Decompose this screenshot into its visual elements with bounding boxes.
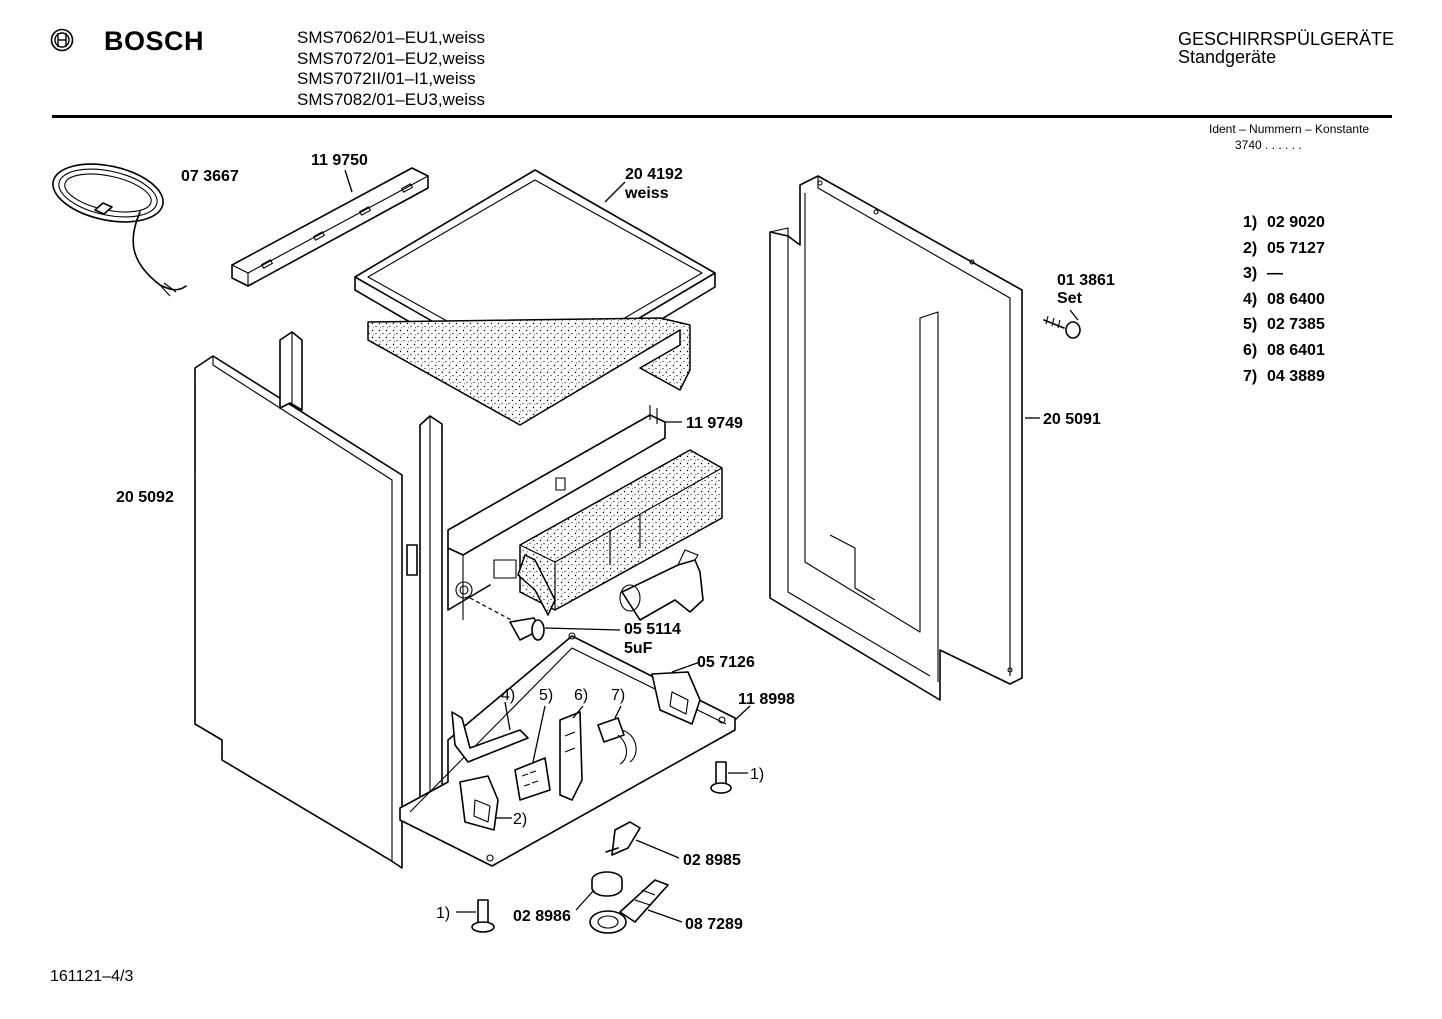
parts-number: 02 7385 xyxy=(1267,316,1325,334)
callout-07-3667: 07 3667 xyxy=(181,168,239,185)
adjustable-foot-left xyxy=(471,899,495,933)
callout-20-5092: 20 5092 xyxy=(116,489,174,506)
callout-02-8986: 02 8986 xyxy=(513,908,571,925)
ident-block: Ident – Nummern – Konstante 3740 . . . .… xyxy=(1209,121,1369,153)
callout-05-7126: 05 7126 xyxy=(697,654,755,671)
parts-number: — xyxy=(1267,265,1283,283)
leader-line xyxy=(532,705,546,763)
bracket-part-2 xyxy=(459,775,499,831)
category-subtitle: Standgeräte xyxy=(1178,47,1277,67)
parts-list-row: 7) 04 3889 xyxy=(1243,364,1325,390)
callout-08-7289: 08 7289 xyxy=(685,916,743,933)
callout-01-3861-set: Set xyxy=(1057,290,1083,307)
parts-list-row: 6) 08 6401 xyxy=(1243,338,1325,364)
power-cable xyxy=(52,163,187,297)
worktop-panel xyxy=(354,169,716,426)
parts-key: 5) xyxy=(1243,316,1258,334)
parts-key: 6) xyxy=(1243,341,1258,359)
leader-line xyxy=(614,705,622,719)
callout-20-5091: 20 5091 xyxy=(1043,411,1101,428)
category-title: GESCHIRRSPÜLGERÄTE xyxy=(1178,29,1395,49)
parts-list-row: 3) — xyxy=(1243,261,1325,287)
callout-05-5114: 05 5114 xyxy=(624,621,681,638)
parts-key: 3) xyxy=(1243,265,1258,283)
bracket-05-7126 xyxy=(651,671,701,725)
leader-line xyxy=(544,627,621,631)
header-divider xyxy=(52,115,1392,118)
brand-name: BOSCH xyxy=(104,26,205,56)
parts-number: 02 9020 xyxy=(1267,214,1325,231)
bosch-armature-icon xyxy=(50,28,74,52)
callout-05-5114-rating: 5uF xyxy=(624,640,653,657)
parts-list-row: 4) 08 6400 xyxy=(1243,287,1325,313)
callout-1-right: 1) xyxy=(750,766,764,783)
parts-list-row: 5) 02 7385 xyxy=(1243,312,1325,338)
callout-01-3861: 01 3861 xyxy=(1057,272,1115,289)
rear-upright xyxy=(279,331,303,411)
drawing-code: 161121–4/3 xyxy=(50,968,134,985)
leader-line xyxy=(647,909,683,923)
callout-6: 6) xyxy=(574,687,588,704)
callout-20-4192: 20 4192 xyxy=(625,166,683,183)
bracket-part-6 xyxy=(559,711,583,801)
category: GESCHIRRSPÜLGERÄTE Standgeräte xyxy=(1178,30,1394,66)
screw-set xyxy=(1043,315,1081,339)
callout-11-8998: 11 8998 xyxy=(738,691,795,708)
parts-list-row: 1) 02 9020 xyxy=(1243,210,1325,236)
capacitor-part-7 xyxy=(597,717,637,765)
callout-02-8985: 02 8985 xyxy=(683,852,741,869)
leader-line xyxy=(344,169,353,193)
model-line: SMS7062/01–EU1,weiss xyxy=(297,28,486,47)
float-disc xyxy=(591,871,623,897)
front-upright xyxy=(406,415,443,809)
callout-11-9750: 11 9750 xyxy=(311,152,368,169)
leader-line xyxy=(1069,309,1079,321)
parts-number: 08 6400 xyxy=(1267,290,1325,308)
adjustable-foot-right xyxy=(710,761,732,794)
parts-list-row: 2) 05 7127 xyxy=(1243,236,1325,262)
callout-1-left: 1) xyxy=(436,905,450,922)
model-line: SMS7072II/01–I1,weiss xyxy=(297,69,476,88)
leader-line xyxy=(504,701,511,731)
control-housing xyxy=(493,449,723,616)
leader-line xyxy=(572,705,584,719)
right-side-frame xyxy=(769,175,1023,701)
callout-20-4192-colour: weiss xyxy=(624,185,669,202)
ident-label: Ident – Nummern – Konstante xyxy=(1209,122,1370,136)
ident-value: 3740 . . . . . . xyxy=(1235,138,1302,152)
air-duct xyxy=(619,549,704,621)
callout-5: 5) xyxy=(539,687,553,704)
leader-line xyxy=(635,839,680,859)
parts-list: 1) 02 9020 2) 05 7127 3) — 4) 08 6400 5) 02 7… xyxy=(1243,210,1325,389)
leader-line xyxy=(575,889,595,911)
terminal-block-part-5 xyxy=(514,757,551,801)
rail-bracket xyxy=(231,167,429,287)
leader-line xyxy=(671,661,701,673)
hose-part-4 xyxy=(451,711,529,763)
parts-key: 1) xyxy=(1243,214,1258,231)
capacitor xyxy=(469,597,545,641)
inner-frame xyxy=(447,405,666,620)
parts-key: 2) xyxy=(1243,239,1258,257)
parts-number: 04 3889 xyxy=(1267,367,1325,385)
model-line: SMS7082/01–EU3,weiss xyxy=(297,89,486,109)
leader-line xyxy=(604,181,626,203)
callout-7: 7) xyxy=(611,687,625,704)
callout-2: 2) xyxy=(513,811,527,828)
float-housing xyxy=(589,879,669,934)
left-side-panel xyxy=(194,355,403,869)
parts-number: 08 6401 xyxy=(1267,341,1325,359)
parts-key: 7) xyxy=(1243,367,1258,385)
parts-key: 4) xyxy=(1243,290,1258,308)
callout-11-9749: 11 9749 xyxy=(686,415,743,432)
float-switch-lever xyxy=(605,821,641,856)
parts-number: 05 7127 xyxy=(1267,239,1325,257)
model-line: SMS7072/01–EU2,weiss xyxy=(297,48,486,68)
callout-4: 4) xyxy=(501,687,515,704)
leader-line xyxy=(734,705,751,721)
model-list: SMS7062/01–EU1,weiss SMS7072/01–EU2,weis… xyxy=(297,28,485,110)
